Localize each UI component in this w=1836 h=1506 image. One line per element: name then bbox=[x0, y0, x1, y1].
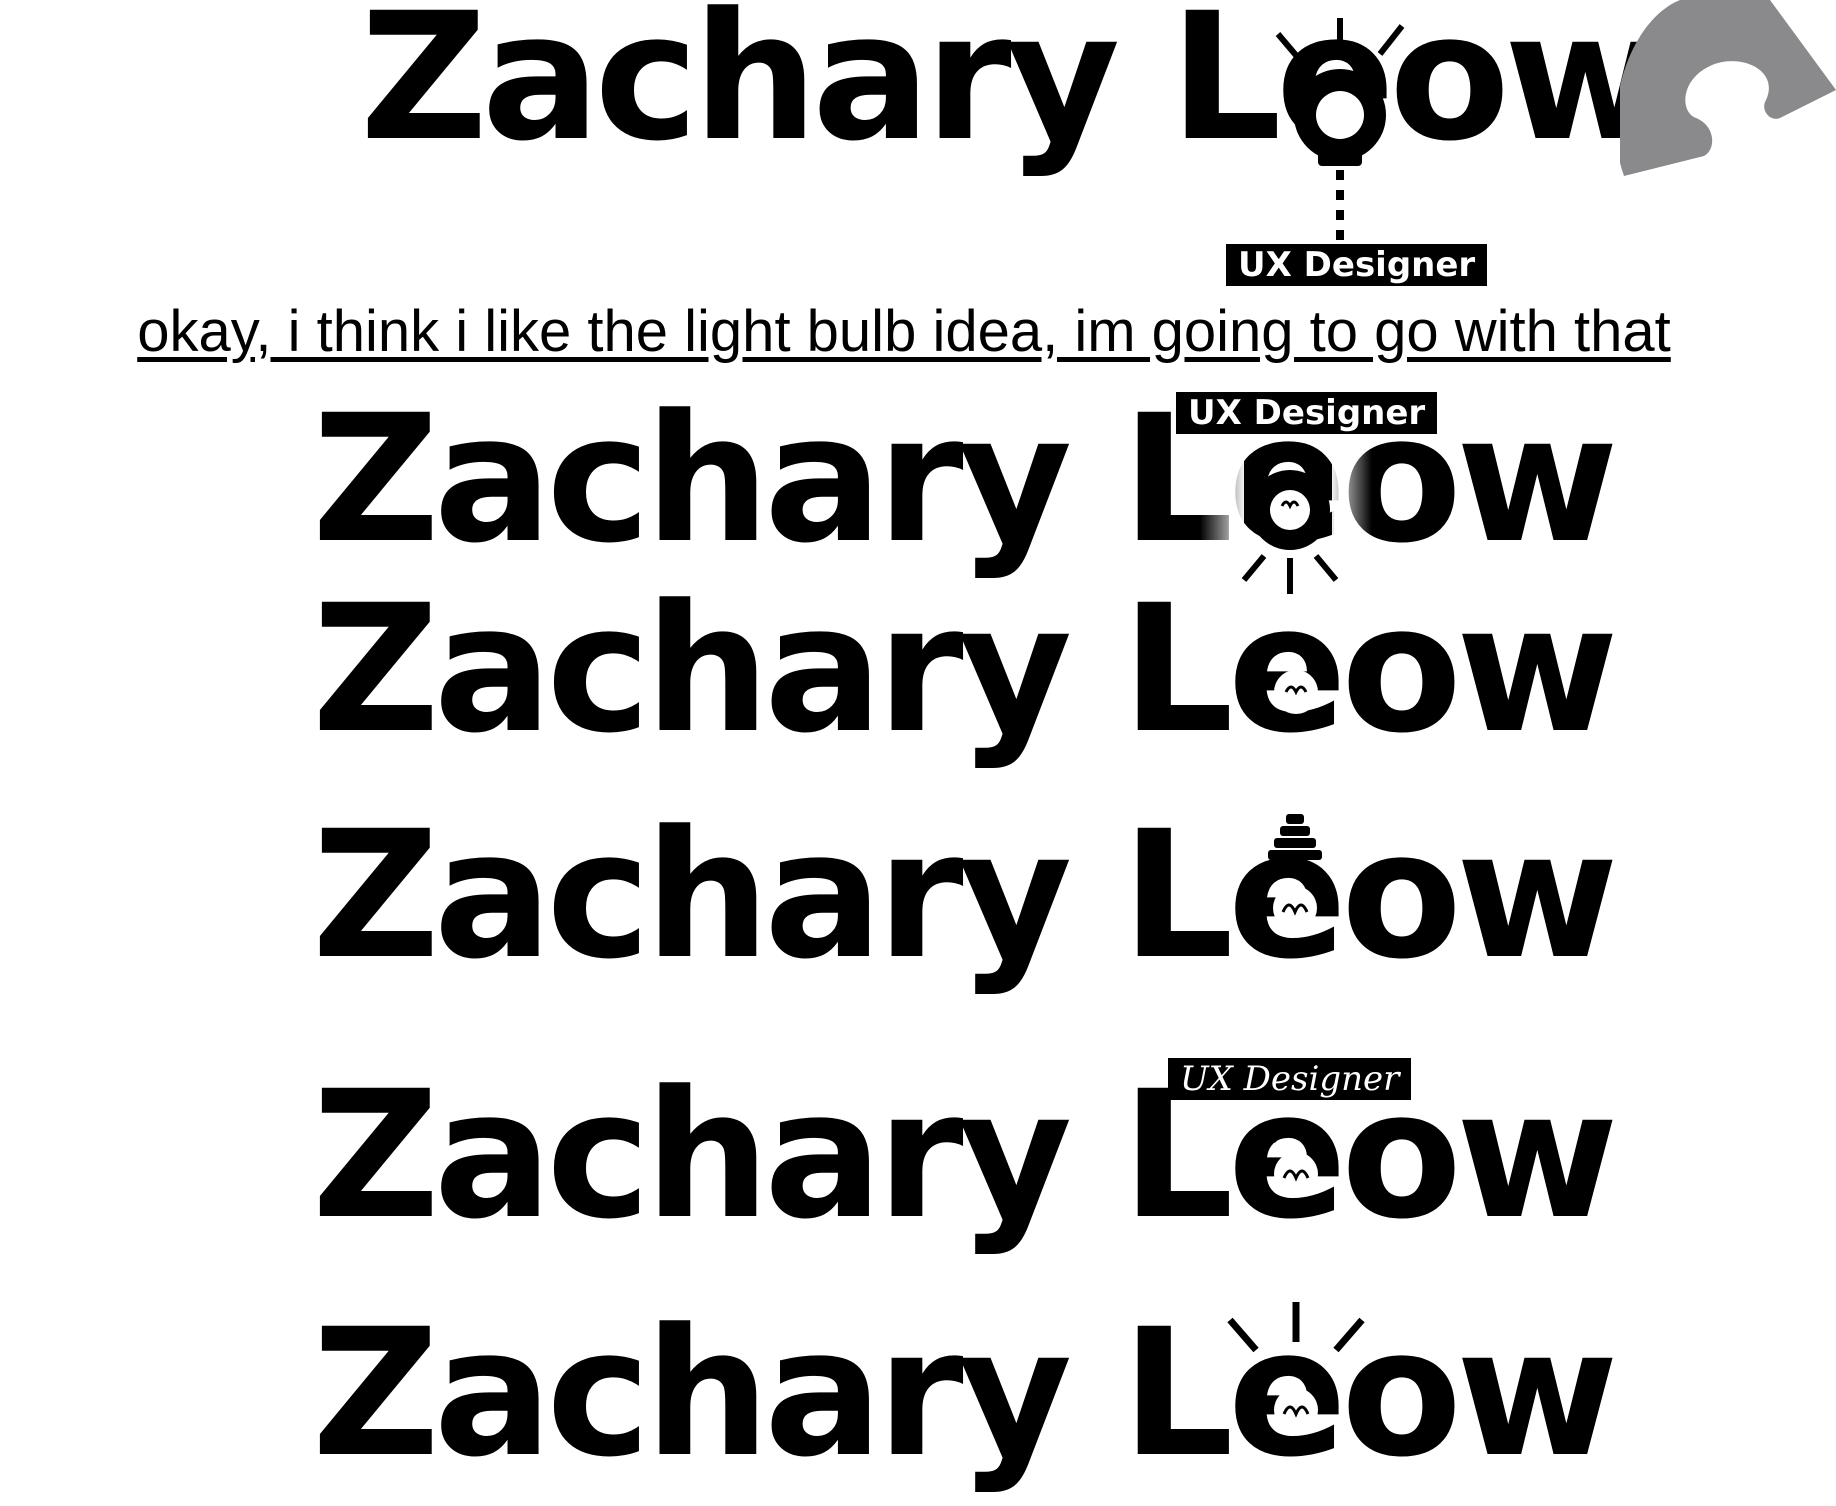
wordmark-text: Zachary Leow bbox=[312, 377, 1619, 582]
ux-designer-badge: UX Designer bbox=[1226, 244, 1488, 286]
wordmark-2: Zachary Leow bbox=[312, 392, 1619, 592]
wordmark-1: Zachary Leow bbox=[360, 0, 1667, 190]
wordmark-text: Zachary Leow bbox=[312, 1053, 1619, 1258]
ux-designer-badge: UX Designer bbox=[1168, 1058, 1412, 1100]
wordmark-5: Zachary Leow bbox=[312, 1068, 1619, 1268]
ux-designer-badge: UX Designer bbox=[1176, 392, 1438, 434]
wordmark-6: Zachary Leow bbox=[312, 1306, 1619, 1506]
lightbulb-icon bbox=[1274, 670, 1318, 714]
lightbulb-icon bbox=[1275, 18, 1405, 242]
wordmark-text: Zachary Leow bbox=[312, 1291, 1619, 1496]
wordmark-4: Zachary Leow bbox=[312, 808, 1619, 1008]
lightbulb-icon bbox=[1268, 814, 1322, 930]
wordmark-text: Zachary Leow bbox=[360, 0, 1667, 180]
wordmark-3: Zachary Leow bbox=[312, 582, 1619, 782]
lightbulb-icon bbox=[1227, 1302, 1365, 1432]
lightbulb-icon bbox=[1200, 450, 1372, 594]
wordmark-text: Zachary Leow bbox=[312, 793, 1619, 998]
wordmark-text: Zachary Leow bbox=[312, 567, 1619, 772]
gray-logo-shape bbox=[1620, 0, 1836, 176]
lightbulb-icon bbox=[1269, 1124, 1323, 1196]
caption-text: okay, i think i like the light bulb idea… bbox=[137, 299, 1671, 364]
